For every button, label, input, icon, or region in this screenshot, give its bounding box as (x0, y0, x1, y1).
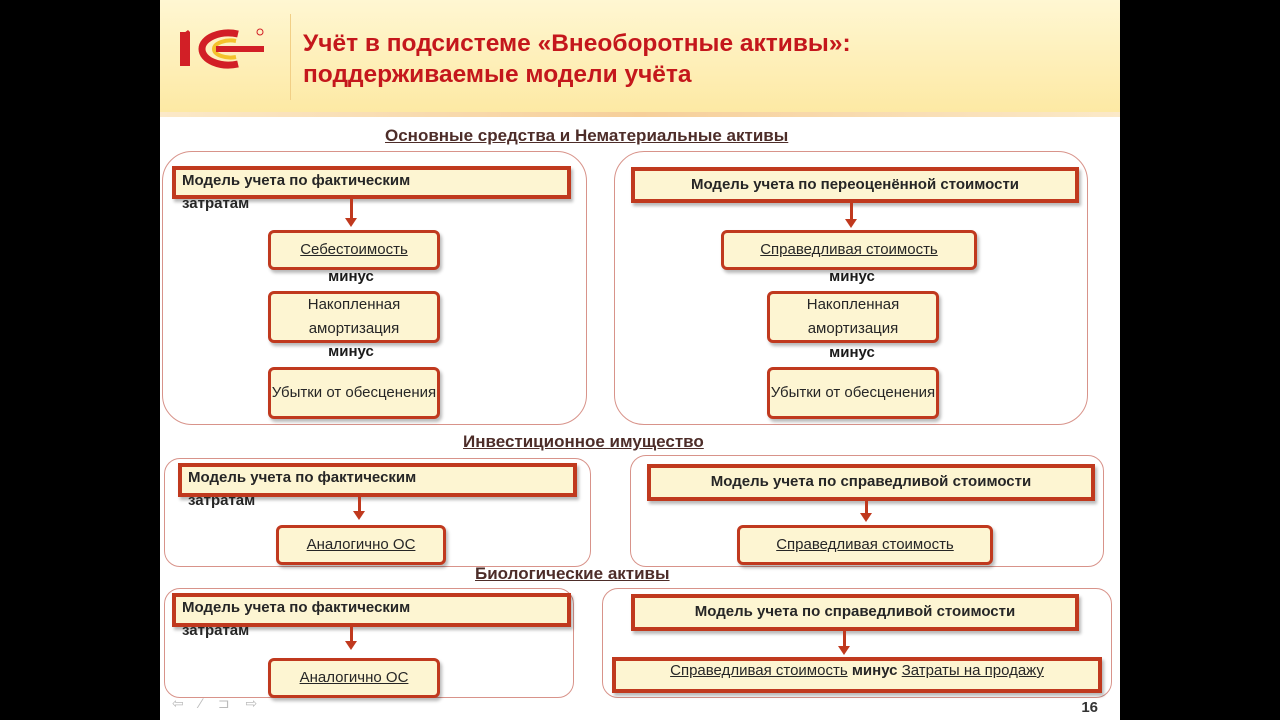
node-cost: Себестоимость (268, 230, 440, 270)
header-underline (160, 112, 1120, 117)
node-label-fair-value: Справедливая стоимость (670, 662, 848, 679)
model-label: Модель учета по фактическим затратам (182, 172, 411, 212)
arrow-down-icon (345, 218, 357, 227)
model-label: Модель учета по справедливой стоимости (710, 473, 1032, 490)
slide-nav-controls[interactable]: ⇦ ∕ ⊐ ⇨ (172, 695, 264, 711)
model-label: Модель учета по справедливой стоимости (694, 603, 1016, 620)
arrow-down-icon (353, 511, 365, 520)
node-impairment-loss: Убытки от обесценения (268, 367, 440, 419)
model-label: Модель учета по фактическим затратам (182, 599, 411, 639)
arrow-down-icon (860, 513, 872, 522)
node-label: Накопленная амортизация (806, 296, 900, 337)
page-number: 16 (1081, 699, 1098, 716)
header-separator (290, 14, 291, 100)
node-label-wrap: Справедливая стоимость минус Затраты на … (616, 659, 1098, 682)
model-label: Модель учета по переоценённой стоимости (690, 176, 1020, 193)
arrow-line (350, 627, 353, 642)
model-box-os-revalued: Модель учета по переоценённой стоимости (631, 167, 1079, 203)
node-label: Накопленная амортизация (307, 296, 401, 337)
arrow-line (350, 198, 353, 219)
model-box-invest-actual-cost: Модель учета по фактическим затратам (178, 463, 577, 509)
node-label: Аналогично ОС (299, 669, 409, 686)
node-same-as-os: Аналогично ОС (276, 525, 446, 565)
node-label: Аналогично ОС (306, 536, 416, 553)
minus-label: минус (328, 343, 374, 360)
slide-header: Учёт в подсистеме «Внеоборотные активы»:… (160, 0, 1120, 112)
slide: Учёт в подсистеме «Внеоборотные активы»:… (160, 0, 1120, 720)
node-fair-value: Справедливая стоимость (737, 525, 993, 565)
node-label: Убытки от обесценения (770, 384, 936, 401)
arrow-down-icon (845, 219, 857, 228)
node-label: Справедливая стоимость (760, 241, 938, 258)
node-accumulated-depreciation: Накопленная амортизация (767, 291, 939, 343)
section-title-biological: Биологические активы (475, 564, 670, 583)
section-title-investment: Инвестиционное имущество (463, 432, 704, 451)
model-box-invest-fair-value: Модель учета по справедливой стоимости (647, 464, 1095, 501)
node-label: Справедливая стоимость (776, 536, 954, 553)
node-label-minus: минус (851, 662, 898, 679)
1c-logo-icon (180, 28, 264, 69)
arrow-line (843, 629, 846, 647)
minus-label: минус (829, 344, 875, 361)
node-fair-value-minus-costs: Справедливая стоимость минус Затраты на … (612, 657, 1102, 693)
minus-label: минус (829, 268, 875, 285)
slide-title: Учёт в подсистеме «Внеоборотные активы»:… (303, 28, 1103, 90)
title-line-2: поддерживаемые модели учёта (303, 61, 692, 88)
arrow-line (358, 497, 361, 512)
minus-label: минус (328, 268, 374, 285)
arrow-down-icon (838, 646, 850, 655)
model-box-bio-actual-cost: Модель учета по фактическим затратам (172, 593, 571, 639)
node-same-as-os: Аналогично ОС (268, 658, 440, 698)
arrow-line (865, 499, 868, 514)
arrow-line (850, 201, 853, 220)
node-label: Убытки от обесценения (271, 384, 437, 401)
node-fair-value: Справедливая стоимость (721, 230, 977, 270)
node-impairment-loss: Убытки от обесценения (767, 367, 939, 419)
model-label: Модель учета по фактическим затратам (188, 469, 417, 509)
node-accumulated-depreciation: Накопленная амортизация (268, 291, 440, 343)
node-label-sales-costs: Затраты на продажу (901, 662, 1044, 679)
section-title-os-nma: Основные средства и Нематериальные актив… (385, 126, 789, 145)
model-box-bio-fair-value: Модель учета по справедливой стоимости (631, 594, 1079, 631)
title-line-1: Учёт в подсистеме «Внеоборотные активы»: (303, 30, 851, 57)
node-label: Себестоимость (300, 241, 408, 258)
arrow-down-icon (345, 641, 357, 650)
model-box-os-actual-cost: Модель учета по фактическим затратам (172, 166, 571, 212)
